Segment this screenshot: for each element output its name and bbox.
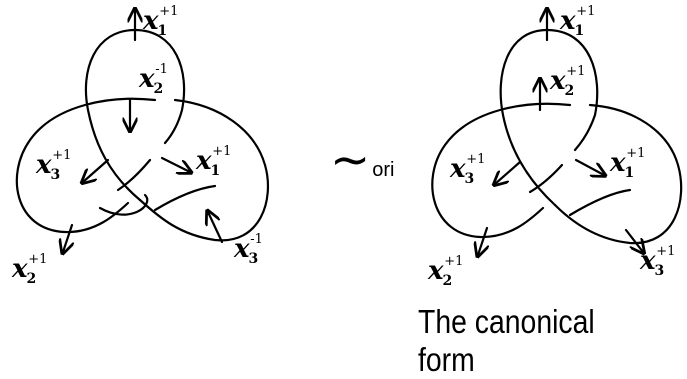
label-index: 2 [564, 83, 575, 99]
label-index: 3 [464, 171, 475, 187]
right-knot-right-lobe-join [568, 188, 632, 217]
equivalence-symbol: ∼ [330, 132, 371, 188]
label-index: 1 [624, 165, 635, 181]
right-knot-left-lobe [431, 102, 572, 239]
label-variable: x [450, 154, 466, 184]
left-label-upper-center: x2 -1 [139, 63, 168, 97]
label-exponent: -1 [250, 232, 263, 247]
left-arrow-bottom [63, 223, 72, 252]
left-knot-top-lobe-right [133, 28, 186, 145]
label-variable: x [550, 66, 566, 96]
left-knot-top-lobe-under [116, 158, 152, 192]
right-label-upper-center: x2 +1 [550, 65, 585, 99]
left-knot-left-lobe-inner [98, 193, 149, 216]
left-knot-right-lobe-join [153, 184, 217, 212]
left-arrow-x3-inv [208, 212, 224, 244]
label-variable: x [12, 254, 28, 284]
label-index: 3 [248, 251, 259, 267]
label-index: 2 [153, 81, 164, 97]
equivalence-subscript: ori [372, 159, 395, 181]
right-trefoil-knot [431, 10, 683, 255]
label-exponent: +1 [444, 254, 464, 269]
label-variable: x [36, 150, 52, 180]
left-knot-left-lobe [15, 97, 157, 234]
right-arrow-x3 [495, 160, 522, 184]
label-index: 2 [442, 273, 453, 289]
label-index: 1 [574, 23, 585, 39]
right-label-left: x3 +1 [450, 153, 485, 187]
left-label-right: x1 +1 [196, 145, 231, 179]
right-label-top: x1 +1 [560, 5, 595, 39]
label-variable: x [234, 234, 250, 264]
right-arrow-x1-mid [574, 158, 604, 175]
knot-diagram-figure [15, 0, 683, 351]
label-exponent: +1 [159, 4, 179, 19]
label-variable: x [610, 148, 626, 178]
right-label-bottom-right: x3 +1 [640, 245, 675, 279]
right-arrow-bottom [478, 226, 487, 255]
left-arrow-x1-mid [160, 156, 190, 172]
label-index: 2 [26, 271, 37, 287]
label-exponent: +1 [566, 64, 586, 79]
right-label-bottom: x2 +1 [428, 255, 463, 289]
left-arrow-x3 [83, 158, 110, 182]
left-label-bottom-right: x3 -1 [234, 233, 263, 267]
label-index: 1 [210, 163, 221, 179]
right-knot-right-lobe [553, 103, 683, 245]
label-variable: x [428, 256, 444, 286]
canonical-form-caption: The canonical form [418, 303, 595, 378]
label-variable: x [143, 6, 159, 36]
left-label-bottom: x2 +1 [12, 253, 47, 287]
label-variable: x [139, 64, 155, 94]
label-exponent: +1 [656, 244, 676, 259]
label-exponent: +1 [52, 148, 72, 163]
right-arrow-x3-bottom [624, 228, 643, 252]
right-knot-top-lobe-under [528, 163, 564, 194]
left-label-left: x3 +1 [36, 149, 71, 183]
label-exponent: +1 [576, 4, 596, 19]
right-knot-top-lobe [499, 28, 557, 207]
left-knot-right-lobe [138, 98, 269, 242]
right-label-right: x1 +1 [610, 147, 645, 181]
left-trefoil-knot [15, 10, 269, 252]
label-exponent: +1 [626, 146, 646, 161]
label-index: 3 [50, 167, 61, 183]
label-variable: x [640, 246, 656, 276]
label-exponent: +1 [466, 152, 486, 167]
label-variable: x [560, 6, 576, 36]
label-exponent: -1 [155, 62, 168, 77]
left-knot-top-lobe [84, 28, 142, 202]
label-exponent: +1 [28, 252, 48, 267]
label-index: 1 [157, 23, 168, 39]
label-index: 3 [654, 263, 665, 279]
label-exponent: +1 [212, 144, 232, 159]
left-label-top: x1 +1 [143, 5, 178, 39]
label-variable: x [196, 146, 212, 176]
oriented-equivalence-relation: ∼ ori [330, 136, 394, 184]
